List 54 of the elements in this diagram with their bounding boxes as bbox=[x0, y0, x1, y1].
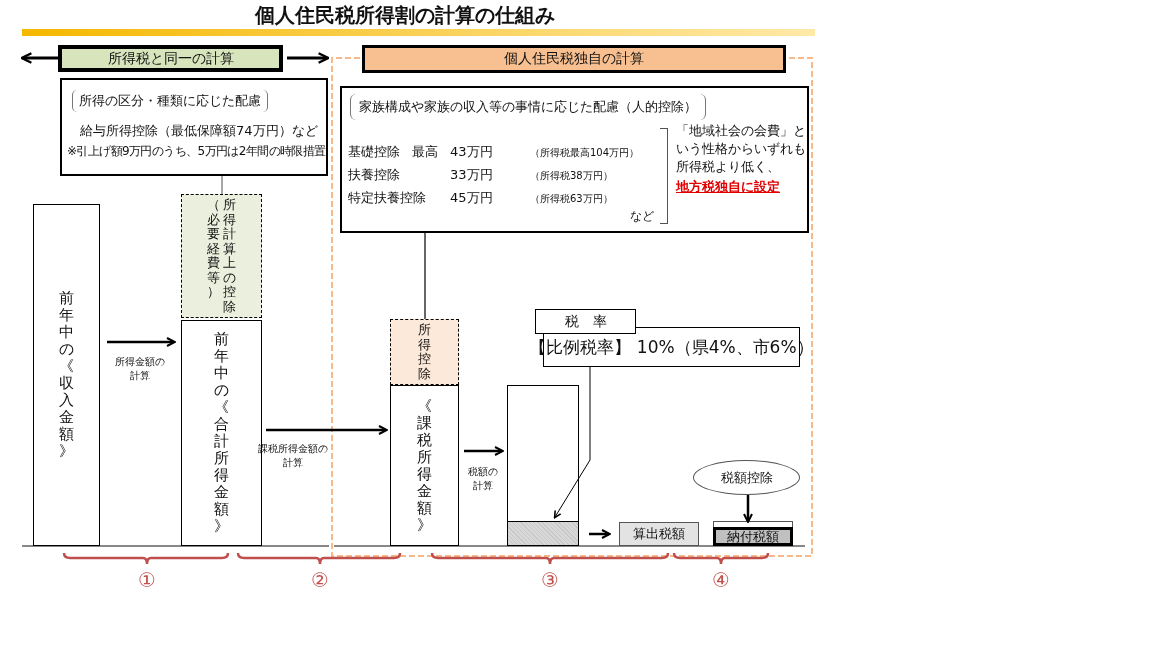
arrow bbox=[20, 52, 58, 64]
table-cell: 特定扶養控除 bbox=[348, 189, 426, 207]
table-cell: 45万円 bbox=[450, 189, 493, 207]
vertical-text: （必要経費等） bbox=[207, 198, 220, 300]
edge-label: 税額の計算 bbox=[467, 465, 499, 493]
note-box bbox=[60, 78, 328, 176]
vertical-text: 所得控除 bbox=[418, 323, 431, 381]
step-number: ② bbox=[310, 568, 330, 592]
rate-tab: 税 率 bbox=[535, 309, 636, 334]
note-text: 給与所得控除（最低保障額74万円）など bbox=[80, 122, 318, 140]
table-cell: 43万円 bbox=[450, 143, 493, 161]
note-text: など bbox=[630, 208, 654, 225]
arrow bbox=[464, 446, 504, 456]
connector-line bbox=[221, 175, 223, 195]
section-header: 個人住民税独自の計算 bbox=[362, 45, 786, 73]
tax-box: 算出税額 bbox=[619, 522, 699, 546]
arrow bbox=[553, 366, 591, 519]
arrow bbox=[589, 529, 611, 539]
table-cell: （所得税38万円） bbox=[530, 169, 613, 183]
vertical-text: 所得計算上の控除 bbox=[223, 198, 236, 314]
table-cell: 最高 bbox=[412, 143, 438, 161]
amount-bar bbox=[33, 204, 100, 546]
table-cell: 基礎控除 bbox=[348, 143, 400, 161]
connector-line bbox=[424, 232, 426, 320]
vertical-text: 前年中の《収入金額》 bbox=[59, 290, 74, 460]
note-text: ※引上げ額9万円のうち、5万円は2年間の時限措置 bbox=[67, 143, 326, 160]
arrow bbox=[107, 337, 176, 347]
section-header: 所得税と同一の計算 bbox=[58, 45, 283, 72]
title: 個人住民税所得割の計算の仕組み bbox=[255, 2, 555, 29]
arrow bbox=[287, 52, 330, 64]
tax-bar bbox=[507, 385, 579, 546]
tax-box: 納付税額 bbox=[713, 527, 793, 546]
note-box bbox=[340, 86, 809, 233]
deduction-ellipse: 税額控除 bbox=[693, 460, 800, 495]
bracket-heading: 家族構成や家族の収入等の事情に応じた配慮（人的控除） bbox=[350, 94, 706, 120]
amount-bar bbox=[390, 385, 459, 546]
edge-label: 所得金額の計算 bbox=[114, 355, 166, 383]
table-cell: 扶養控除 bbox=[348, 166, 400, 184]
emphasis-text: 地方税独自に設定 bbox=[676, 178, 780, 196]
arrow bbox=[743, 495, 753, 523]
step-number: ① bbox=[137, 568, 157, 592]
table-cell: （所得税63万円） bbox=[530, 192, 613, 206]
deduction-box bbox=[390, 319, 459, 385]
bracket-heading: 所得の区分・種類に応じた配慮 bbox=[72, 90, 268, 112]
deduction-box bbox=[181, 194, 262, 318]
side-note: 「地域社会の会費」という性格からいずれも所得税より低く、 bbox=[676, 122, 807, 176]
table-cell: 33万円 bbox=[450, 166, 493, 184]
step-number: ③ bbox=[540, 568, 560, 592]
arrow bbox=[266, 425, 388, 435]
table-cell: （所得税最高104万円） bbox=[530, 146, 640, 160]
vertical-text: 前年中の《合計所得金額》 bbox=[214, 331, 229, 535]
vertical-text: 《課税所得金額》 bbox=[417, 397, 432, 534]
tax-amount-bar bbox=[507, 521, 579, 546]
step-number: ④ bbox=[711, 568, 731, 592]
